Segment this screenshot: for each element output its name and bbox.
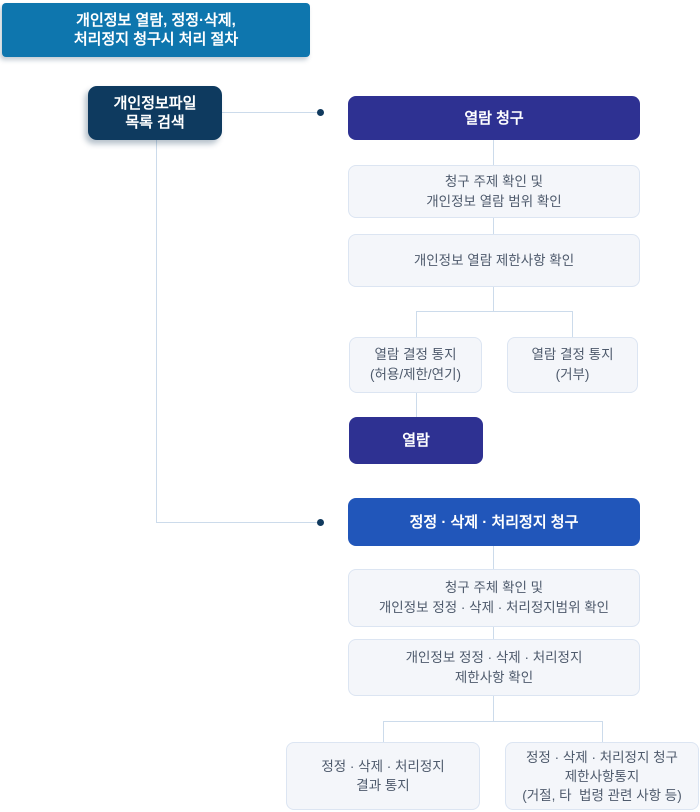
node-label-line: 열람 청구 bbox=[464, 109, 524, 127]
node-label-line: 정정 · 삭제 · 처리정지 bbox=[321, 759, 445, 774]
connector-s2-split-left bbox=[383, 721, 384, 742]
node-label-line: 개인정보 열람 범위 확인 bbox=[426, 193, 562, 209]
node-label-line: 열람 결정 통지 bbox=[374, 347, 457, 362]
connector-start-down bbox=[156, 140, 157, 523]
node-label-line: (허용/제한/연기) bbox=[369, 367, 461, 382]
connector-s1-title-step1 bbox=[493, 140, 494, 165]
connector-s2-title-step1 bbox=[493, 546, 494, 569]
node-view-request: 열람 청구 bbox=[348, 96, 640, 140]
connector-s2-split-right bbox=[602, 721, 603, 742]
node-correct-request: 정정 · 삭제 · 처리정지 청구 bbox=[348, 498, 640, 546]
node-label-line: 열람 bbox=[402, 432, 430, 449]
connector-s1-split-left bbox=[416, 311, 417, 337]
node-correct-restriction-notice: 정정 · 삭제 · 처리정지 청구 제한사항통지 (거절, 타 법령 관련 사항… bbox=[505, 742, 699, 810]
page-title: 개인정보 열람, 정정·삭제, 처리정지 청구시 처리 절차 bbox=[2, 3, 310, 57]
node-label-line: 열람 결정 통지 bbox=[531, 347, 614, 362]
node-label-line: 제한사항통지 bbox=[564, 768, 640, 784]
connector-start-to-view bbox=[222, 112, 318, 113]
connector-start-to-correct bbox=[156, 522, 318, 523]
node-label-line: 정정 · 삭제 · 처리정지 청구 bbox=[409, 513, 579, 531]
node-label-line: 개인정보 정정 · 삭제 · 처리정지 bbox=[405, 649, 583, 665]
connector-dot-view bbox=[317, 109, 324, 116]
node-view-step1: 청구 주제 확인 및 개인정보 열람 범위 확인 bbox=[348, 165, 640, 218]
connector-s1-split-right bbox=[572, 311, 573, 337]
page-title-line: 개인정보 열람, 정정·삭제, bbox=[76, 12, 236, 29]
node-label-line: 결과 통지 bbox=[356, 778, 410, 793]
connector-dot-correct bbox=[317, 519, 324, 526]
node-label-line: 개인정보 열람 제한사항 확인 bbox=[413, 252, 575, 268]
node-view-result: 열람 bbox=[349, 417, 483, 464]
node-label-line: 정정 · 삭제 · 처리정지 청구 bbox=[526, 749, 678, 765]
connector-s2-step1-step2 bbox=[493, 627, 494, 639]
node-label-line: (거부) bbox=[555, 367, 590, 382]
page-title-line: 처리정지 청구시 처리 절차 bbox=[73, 31, 239, 48]
connector-s1-step2-split bbox=[493, 287, 494, 311]
node-label-line: 목록 검색 bbox=[125, 114, 185, 131]
node-file-list-search: 개인정보파일 목록 검색 bbox=[88, 86, 222, 140]
node-view-step2: 개인정보 열람 제한사항 확인 bbox=[348, 234, 640, 287]
node-view-decision-allow: 열람 결정 통지 (허용/제한/연기) bbox=[349, 337, 482, 393]
node-label-line: 제한사항 확인 bbox=[454, 669, 534, 685]
node-label-line: 개인정보파일 bbox=[113, 95, 197, 112]
node-label-line: 청구 주제 확인 및 bbox=[444, 173, 544, 189]
node-correct-result-notice: 정정 · 삭제 · 처리정지 결과 통지 bbox=[286, 742, 480, 810]
node-correct-step1: 청구 주체 확인 및 개인정보 정정 · 삭제 · 처리정지범위 확인 bbox=[348, 569, 640, 627]
node-label-line: 청구 주체 확인 및 bbox=[444, 580, 544, 595]
node-label-line: (거절, 타 법령 관련 사항 등) bbox=[522, 787, 682, 803]
node-view-decision-deny: 열람 결정 통지 (거부) bbox=[507, 337, 638, 393]
connector-s1-branch-result bbox=[416, 393, 417, 417]
connector-s1-split-bar bbox=[416, 311, 572, 312]
connector-s2-split-bar bbox=[383, 721, 602, 722]
node-correct-step2: 개인정보 정정 · 삭제 · 처리정지 제한사항 확인 bbox=[348, 639, 640, 696]
connector-s1-step1-step2 bbox=[493, 218, 494, 234]
node-label-line: 개인정보 정정 · 삭제 · 처리정지범위 확인 bbox=[378, 600, 610, 615]
connector-s2-step2-split bbox=[493, 696, 494, 721]
